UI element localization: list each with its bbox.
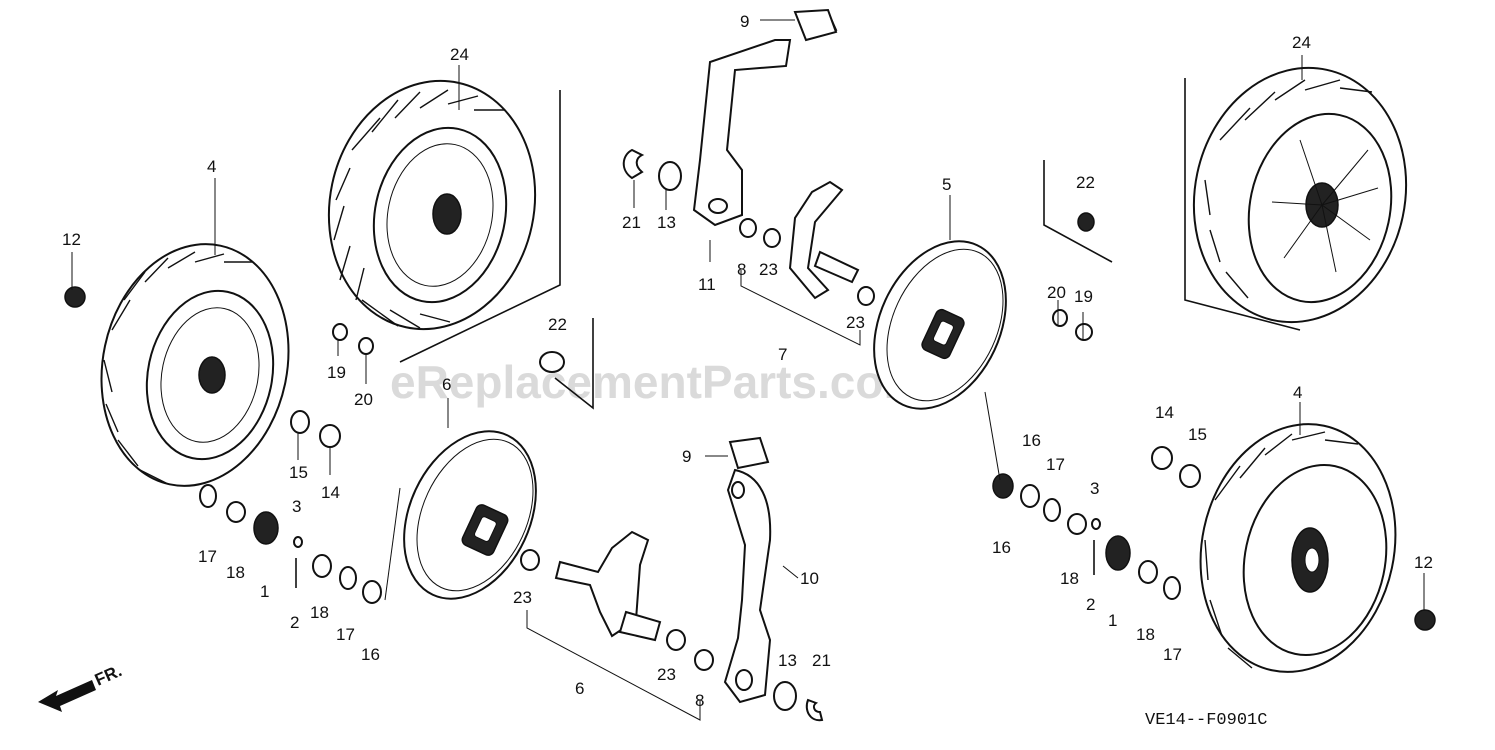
callout-18: 18: [226, 563, 245, 582]
callout-23: 23: [759, 260, 778, 279]
front-wheel-left[interactable]: [80, 227, 311, 504]
callout-17: 17: [336, 625, 355, 644]
front-direction-arrow: FR.: [38, 661, 125, 712]
watermark: eReplacementParts.com: [390, 356, 924, 408]
callout-17: 17: [198, 547, 217, 566]
diagram-code: VE14--F0901C: [1145, 711, 1267, 730]
callout-15: 15: [1188, 425, 1207, 444]
callout-3: 3: [1090, 479, 1099, 498]
callout-16: 16: [1022, 431, 1041, 450]
callout-23: 23: [513, 588, 532, 607]
callout-18: 18: [310, 603, 329, 622]
callout-15: 15: [289, 463, 308, 482]
small-parts-right[interactable]: [992, 160, 1436, 631]
callout-3: 3: [292, 497, 301, 516]
wheel-ring-6[interactable]: [378, 410, 561, 620]
callout-10: 10: [800, 569, 819, 588]
callout-19: 19: [1074, 287, 1093, 306]
callout-22: 22: [548, 315, 567, 334]
callout-16: 16: [992, 538, 1011, 557]
callout-14: 14: [321, 483, 340, 502]
callout-6: 6: [442, 375, 451, 394]
callout-13: 13: [778, 651, 797, 670]
callout-1: 1: [260, 582, 269, 601]
small-parts-left[interactable]: [64, 286, 594, 604]
callout-5: 5: [942, 175, 951, 194]
callout-22: 22: [1076, 173, 1095, 192]
axle-bracket-6[interactable]: [520, 530, 714, 671]
wheel-ring-5[interactable]: [848, 220, 1031, 430]
callout-20: 20: [354, 390, 373, 409]
callout-1: 1: [1108, 611, 1117, 630]
callout-labels: 24 24 4 4 12 12 9 9 21 21 13 13 11 10 8 …: [62, 12, 1433, 710]
front-wheel-right[interactable]: [1178, 406, 1418, 690]
callout-13: 13: [657, 213, 676, 232]
callout-21: 21: [812, 651, 831, 670]
callout-18: 18: [1136, 625, 1155, 644]
callout-2: 2: [1086, 595, 1095, 614]
callout-19: 19: [327, 363, 346, 382]
callout-21: 21: [622, 213, 641, 232]
callout-20: 20: [1047, 283, 1066, 302]
callout-2: 2: [290, 613, 299, 632]
callout-8: 8: [737, 260, 746, 279]
callout-7: 7: [778, 345, 787, 364]
callout-24: 24: [450, 45, 469, 64]
knob-9-bottom[interactable]: [728, 436, 770, 470]
callout-6: 6: [575, 679, 584, 698]
callout-9: 9: [682, 447, 691, 466]
callout-12: 12: [1414, 553, 1433, 572]
callout-14: 14: [1155, 403, 1174, 422]
rear-wheel-right[interactable]: [1171, 48, 1430, 342]
callout-4: 4: [207, 157, 216, 176]
callout-17: 17: [1046, 455, 1065, 474]
rear-wheel-left[interactable]: [306, 62, 561, 363]
knob-9-top[interactable]: [793, 8, 838, 42]
callout-24: 24: [1292, 33, 1311, 52]
callout-12: 12: [62, 230, 81, 249]
callout-9: 9: [740, 12, 749, 31]
callout-17: 17: [1163, 645, 1182, 664]
leader-lines: [71, 19, 1425, 721]
callout-23: 23: [657, 665, 676, 684]
axle-bracket-7[interactable]: [739, 180, 875, 306]
callout-16: 16: [361, 645, 380, 664]
callout-4: 4: [1293, 383, 1302, 402]
small-parts-center[interactable]: [622, 148, 824, 722]
callout-18: 18: [1060, 569, 1079, 588]
callout-8: 8: [695, 691, 704, 710]
direction-label: FR.: [92, 661, 125, 689]
callout-11: 11: [698, 275, 716, 294]
height-lever-10[interactable]: [723, 468, 772, 704]
callout-23: 23: [846, 313, 865, 332]
